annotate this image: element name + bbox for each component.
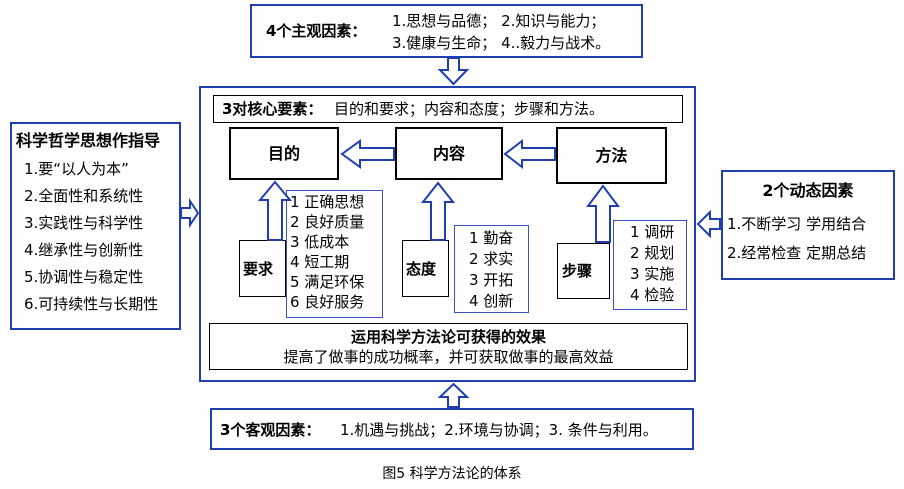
core-frame <box>199 86 696 382</box>
attitude-item: 2 求实 <box>469 250 514 268</box>
attitude-item: 4 创新 <box>469 292 514 310</box>
requirement-item: 5 满足环保 <box>290 273 365 291</box>
left-arrow-icon <box>696 209 721 239</box>
core-elements-text: 目的和要求；内容和态度；步骤和方法。 <box>334 100 605 118</box>
dynamic-factors-title: 2个动态因素 <box>762 181 854 200</box>
method-box: 方法 <box>556 127 667 184</box>
requirement-label: 要求 <box>243 260 274 278</box>
subjective-factors-line-2: 3.健康与生命； 4..毅力与战术。 <box>392 34 611 52</box>
attitude-box: 态度 <box>402 240 449 297</box>
up-arrow-icon <box>586 184 620 243</box>
steps-item: 4 检验 <box>630 286 675 304</box>
objective-factors-title: 3个客观因素： <box>220 421 321 439</box>
philosophy-item: 2.全面性和系统性 <box>24 187 144 205</box>
effect-title: 运用科学方法论可获得的效果 <box>350 328 546 346</box>
figure-caption: 图5 科学方法论的体系 <box>382 466 522 482</box>
steps-list: 1 调研 2 规划 3 实施 4 检验 <box>613 220 687 310</box>
requirement-item: 6 良好服务 <box>290 293 365 311</box>
right-arrow-icon <box>180 197 200 229</box>
left-arrow-icon <box>340 139 395 169</box>
goal-label: 目的 <box>267 144 300 163</box>
steps-item: 1 调研 <box>630 223 675 241</box>
subjective-factors-box: 4个主观因素： 1.思想与品德； 2.知识与能力； 3.健康与生命； 4..毅力… <box>250 4 643 58</box>
philosophy-item: 3.实践性与科学性 <box>24 214 144 232</box>
requirement-item: 4 短工期 <box>290 253 350 271</box>
subjective-factors-line-1: 1.思想与品德； 2.知识与能力； <box>392 12 606 30</box>
philosophy-title: 科学哲学思想作指导 <box>16 131 161 150</box>
attitude-list: 1 勤奋 2 求实 3 开拓 4 创新 <box>454 225 529 313</box>
dynamic-factors-box: 2个动态因素 1.不断学习 学用结合 2.经常检查 定期总结 <box>721 170 895 280</box>
content-label: 内容 <box>432 144 465 163</box>
effect-box: 运用科学方法论可获得的效果 提高了做事的成功概率，并可获取做事的最高效益 <box>209 323 688 370</box>
steps-item: 3 实施 <box>630 265 675 283</box>
effect-text: 提高了做事的成功概率，并可获取做事的最高效益 <box>283 348 614 366</box>
philosophy-item: 5.协调性与稳定性 <box>24 268 144 286</box>
philosophy-box: 科学哲学思想作指导 1.要“以人为本” 2.全面性和系统性 3.实践性与科学性 … <box>10 122 181 330</box>
steps-item: 2 规划 <box>630 244 675 262</box>
up-arrow-icon <box>257 180 293 241</box>
attitude-item: 1 勤奋 <box>469 229 514 247</box>
method-label: 方法 <box>595 146 628 165</box>
core-elements-title: 3对核心要素： <box>222 100 323 118</box>
requirement-item: 3 低成本 <box>290 233 350 251</box>
requirement-item: 1 正确思想 <box>290 193 365 211</box>
down-arrow-icon <box>437 57 470 86</box>
up-arrow-icon <box>420 181 456 241</box>
philosophy-item: 1.要“以人为本” <box>24 160 129 178</box>
goal-box: 目的 <box>229 127 339 180</box>
dynamic-factor-item: 1.不断学习 学用结合 <box>727 215 867 233</box>
core-elements-box: 3对核心要素： 目的和要求；内容和态度；步骤和方法。 <box>213 95 683 123</box>
requirement-item: 2 良好质量 <box>290 213 365 231</box>
content-box: 内容 <box>395 127 503 180</box>
objective-factors-text: 1.机遇与挑战；2.环境与协调；3. 条件与利用。 <box>340 421 658 439</box>
left-arrow-icon <box>503 138 556 170</box>
subjective-factors-title: 4个主观因素： <box>266 22 367 40</box>
philosophy-item: 4.继承性与创新性 <box>24 241 144 259</box>
steps-label: 步骤 <box>562 262 593 280</box>
attitude-label: 态度 <box>406 260 437 278</box>
attitude-item: 3 开拓 <box>469 271 514 289</box>
objective-factors-box: 3个客观因素： 1.机遇与挑战；2.环境与协调；3. 条件与利用。 <box>210 408 694 450</box>
requirement-list: 1 正确思想 2 良好质量 3 低成本 4 短工期 5 满足环保 6 良好服务 <box>286 190 383 318</box>
dynamic-factor-item: 2.经常检查 定期总结 <box>727 244 867 262</box>
up-arrow-icon <box>437 382 470 408</box>
philosophy-item: 6.可持续性与长期性 <box>24 295 159 313</box>
steps-box: 步骤 <box>557 243 610 299</box>
requirement-box: 要求 <box>239 240 286 297</box>
